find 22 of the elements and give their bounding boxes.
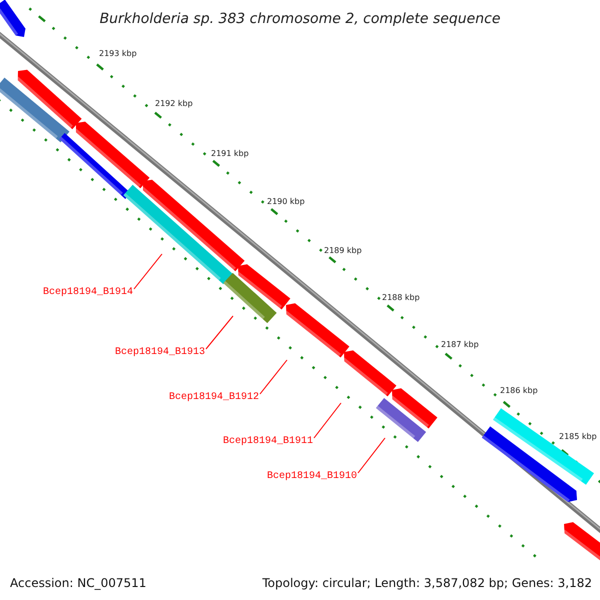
map-title: Burkholderia sp. 383 chromosome 2, complete sequence [98, 11, 502, 27]
scale-label: 2188 kbp [382, 293, 420, 302]
scale-label: 2186 kbp [500, 386, 538, 395]
gene-label: Bcep18194_B1911 [223, 436, 314, 447]
leader-line [358, 438, 386, 474]
leader-line [206, 316, 234, 350]
scale-label: 2187 kbp [441, 340, 479, 349]
leader-line [314, 402, 342, 438]
gene-label: Bcep18194_B1912 [169, 392, 260, 403]
footer-text: Accession: NC_007511 [10, 576, 146, 590]
leader-line [134, 254, 162, 290]
scale-label: 2193 kbp [99, 49, 137, 58]
scale-label: 2189 kbp [324, 246, 362, 255]
scale-label: 2192 kbp [155, 99, 193, 108]
scale-label: 2185 kbp [559, 432, 597, 441]
scale-label: 2190 kbp [267, 197, 305, 206]
leader-line [260, 360, 288, 394]
gene-label: Bcep18194_B1913 [115, 347, 206, 358]
scale-label: 2191 kbp [211, 149, 249, 158]
gene-label: Bcep18194_B1910 [267, 471, 358, 482]
gene-label: Bcep18194_B1914 [43, 287, 134, 298]
footer-text: Topology: circular; Length: 3,587,082 bp; Genes: 3,182 [262, 576, 592, 590]
